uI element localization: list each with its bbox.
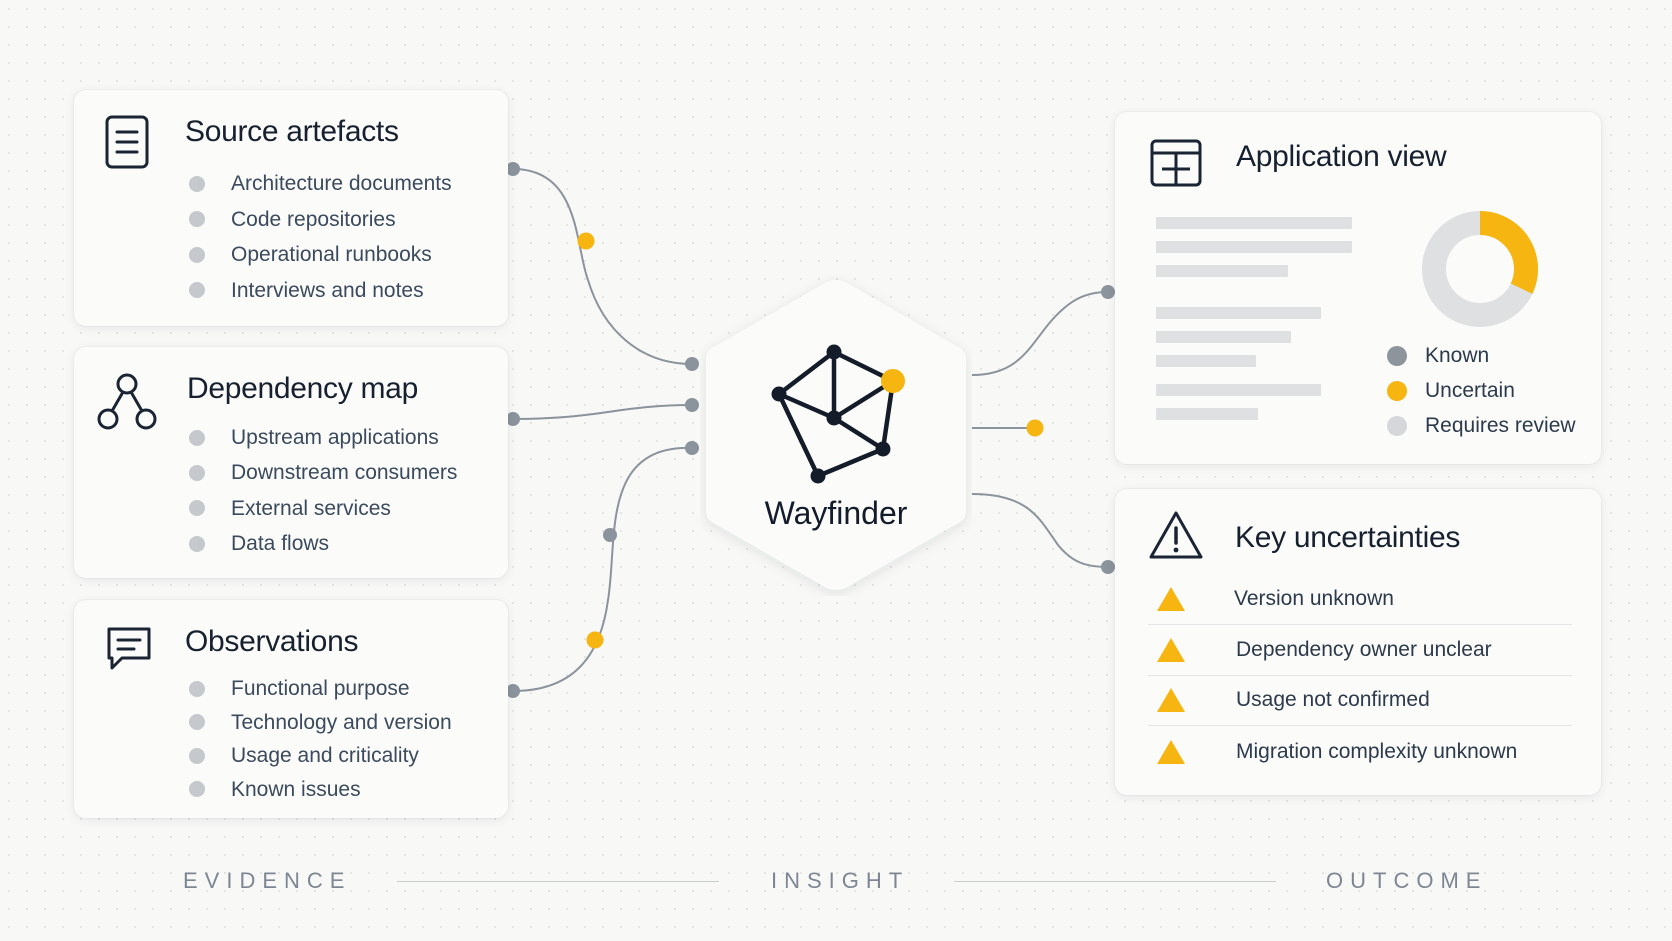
bullet-dot bbox=[189, 429, 205, 446]
bullet-dot bbox=[189, 680, 205, 697]
bullet-dot bbox=[189, 211, 205, 228]
warning-triangle-icon bbox=[1157, 740, 1185, 764]
uncertainty-label: Version unknown bbox=[1234, 587, 1394, 610]
card-title: Application view bbox=[1236, 140, 1447, 173]
placeholder-bar bbox=[1156, 384, 1321, 396]
application-view-card: Application view Known Uncertain Require… bbox=[1115, 112, 1601, 464]
legend-item-uncertain: Uncertain bbox=[1387, 373, 1576, 408]
key-uncertainties-card: Key uncertainties bbox=[1115, 489, 1601, 795]
bullet-dot bbox=[189, 246, 205, 263]
connector-key-uncertainties bbox=[971, 493, 1109, 568]
graph-logo-icon bbox=[771, 344, 905, 484]
list-item: Upstream applications bbox=[189, 420, 457, 455]
legend-item-known: Known bbox=[1387, 338, 1576, 373]
bullet-dot bbox=[189, 714, 205, 731]
list-item: Interviews and notes bbox=[189, 273, 452, 309]
list-item: External services bbox=[189, 491, 457, 526]
warning-icon bbox=[1149, 511, 1203, 559]
bullet-dot bbox=[189, 781, 205, 798]
legend-item-requires-review: Requires review bbox=[1387, 408, 1576, 443]
warning-triangle-icon bbox=[1157, 587, 1185, 611]
placeholder-bar bbox=[1156, 331, 1291, 343]
source-artefacts-list: Architecture documents Code repositories… bbox=[189, 166, 452, 308]
dependency-map-list: Upstream applications Downstream consume… bbox=[189, 420, 457, 561]
legend-swatch bbox=[1387, 345, 1407, 366]
list-item: Operational runbooks bbox=[189, 237, 452, 273]
legend-swatch bbox=[1387, 415, 1407, 436]
connector-dependency-map bbox=[512, 404, 693, 420]
stage-divider bbox=[954, 881, 1276, 882]
placeholder-bar bbox=[1156, 355, 1256, 367]
table-icon bbox=[1150, 139, 1202, 187]
bullet-dot bbox=[189, 464, 205, 481]
list-item: Data flows bbox=[189, 526, 457, 561]
placeholder-bar bbox=[1156, 408, 1258, 420]
uncertainty-row: Usage not confirmed bbox=[1148, 675, 1572, 726]
uncertainty-label: Migration complexity unknown bbox=[1236, 740, 1518, 763]
warning-triangle-icon bbox=[1157, 688, 1185, 712]
bullet-dot bbox=[189, 282, 205, 299]
list-item: Code repositories bbox=[189, 202, 452, 238]
card-title: Dependency map bbox=[187, 372, 418, 405]
stage-label-insight: INSIGHT bbox=[771, 868, 910, 893]
bullet-dot bbox=[189, 747, 205, 764]
document-icon bbox=[105, 115, 149, 169]
list-item: Technology and version bbox=[189, 706, 452, 740]
chat-icon bbox=[107, 627, 151, 670]
hub-label: Wayfinder bbox=[764, 495, 908, 531]
status-legend: Known Uncertain Requires review bbox=[1387, 338, 1576, 443]
placeholder-bar bbox=[1156, 265, 1288, 277]
placeholder-bar bbox=[1156, 307, 1321, 319]
list-item: Architecture documents bbox=[189, 166, 452, 202]
bullet-dot bbox=[189, 500, 205, 517]
bullet-dot bbox=[189, 535, 205, 552]
list-item: Known issues bbox=[189, 773, 452, 807]
stage-label-evidence: EVIDENCE bbox=[183, 868, 352, 893]
stage-label-outcome: OUTCOME bbox=[1326, 868, 1488, 893]
bullet-dot bbox=[189, 175, 205, 192]
connector-application-view bbox=[971, 291, 1109, 376]
card-title: Key uncertainties bbox=[1235, 521, 1461, 554]
status-donut bbox=[1422, 211, 1538, 327]
card-title: Observations bbox=[185, 625, 359, 658]
stage-divider bbox=[397, 881, 719, 882]
placeholder-bar bbox=[1156, 217, 1352, 229]
observations-list: Functional purpose Technology and versio… bbox=[189, 672, 452, 806]
uncertainty-label: Dependency owner unclear bbox=[1236, 638, 1492, 661]
connector-source-artefacts bbox=[512, 168, 693, 365]
donut-uncertain-segment bbox=[1422, 211, 1538, 327]
card-title: Source artefacts bbox=[185, 115, 399, 148]
connector-observations bbox=[512, 446, 693, 692]
list-item: Downstream consumers bbox=[189, 455, 457, 490]
warning-triangle-icon bbox=[1157, 638, 1185, 662]
uncertainty-row: Dependency owner unclear bbox=[1148, 625, 1572, 676]
uncertainty-row: Version unknown bbox=[1148, 574, 1572, 625]
list-item: Usage and criticality bbox=[189, 739, 452, 773]
uncertainty-label: Usage not confirmed bbox=[1236, 688, 1430, 711]
placeholder-bar bbox=[1156, 241, 1352, 253]
wayfinder-hub bbox=[706, 280, 966, 590]
network-icon bbox=[97, 373, 157, 430]
uncertainty-row: Migration complexity unknown bbox=[1148, 727, 1572, 777]
observations-card: Observations Functional purpose Technolo… bbox=[74, 600, 508, 818]
dependency-map-card: Dependency map Upstream applications Dow… bbox=[74, 347, 508, 578]
legend-swatch bbox=[1387, 380, 1407, 401]
list-item: Functional purpose bbox=[189, 672, 452, 706]
source-artefacts-card: Source artefacts Architecture documents … bbox=[74, 90, 508, 326]
